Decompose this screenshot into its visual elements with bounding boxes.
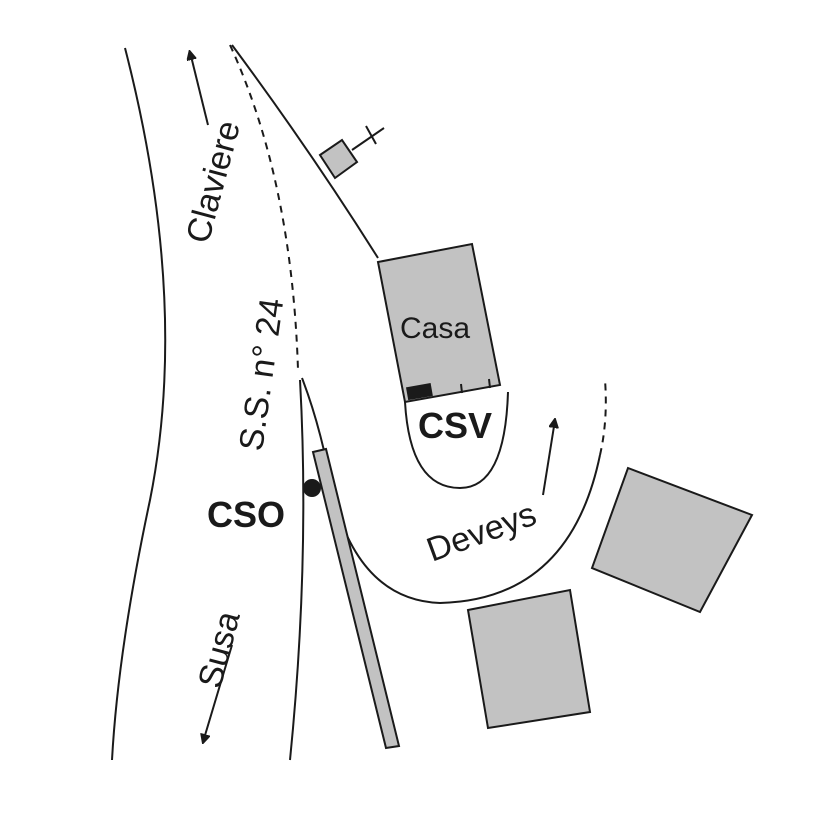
label-deveys: Deveys — [422, 495, 542, 569]
cross-bar — [365, 125, 377, 145]
csv-loop — [404, 391, 509, 490]
cross-line — [351, 127, 385, 151]
road-left-edge — [111, 47, 167, 761]
road-centerline-dashed — [229, 44, 299, 371]
building-south — [466, 588, 592, 730]
tick — [460, 383, 463, 394]
small-building — [318, 138, 359, 180]
strip-structure — [311, 447, 401, 750]
label-cso: CSO — [207, 494, 285, 535]
label-susa: Susa — [191, 607, 248, 692]
building-casa — [376, 242, 502, 404]
arrow-claviere-icon — [190, 52, 209, 126]
deveys-road-outer — [301, 377, 601, 605]
side-road-edge — [231, 44, 379, 259]
deveys-road-dashed — [599, 379, 607, 456]
label-road: S.S. n° 24 — [232, 296, 291, 453]
csv-station-marker — [405, 383, 433, 401]
arrow-deveys-icon — [542, 420, 555, 496]
label-csv: CSV — [418, 405, 492, 446]
arrow-susa-icon — [203, 644, 233, 742]
label-claviere: Claviere — [179, 117, 248, 247]
tick — [488, 378, 491, 389]
building-east — [590, 466, 754, 614]
label-casa: Casa — [400, 312, 470, 345]
cso-station-marker — [303, 479, 321, 497]
road-right-edge — [289, 379, 305, 761]
